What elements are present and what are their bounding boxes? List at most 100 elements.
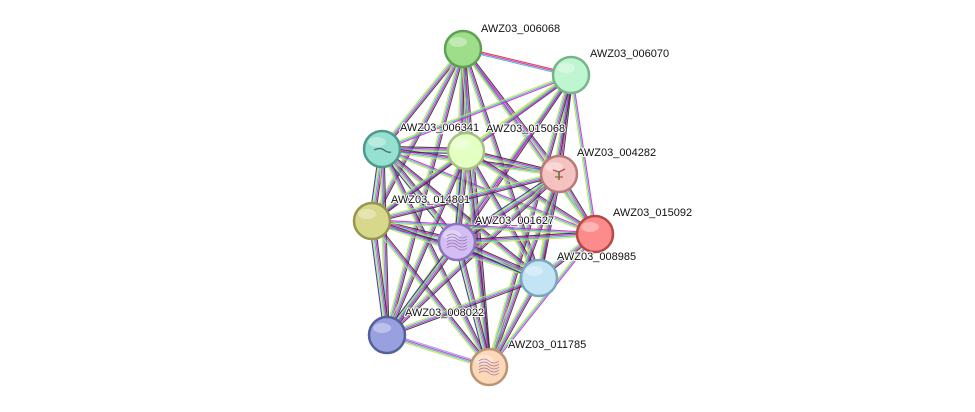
edge-channel [456, 232, 595, 242]
node-label-AWZ03_008985: AWZ03_008985 [557, 251, 636, 263]
protein-structure-icon [478, 358, 500, 376]
node-circle[interactable] [367, 315, 407, 355]
edge-channel [374, 220, 391, 335]
edge-channel [379, 149, 488, 369]
edge-channel [464, 72, 571, 150]
edge-channel [381, 74, 572, 150]
edge-channel [388, 151, 469, 337]
edge-channel [385, 240, 457, 335]
node-label-AWZ03_006070: AWZ03_006070 [590, 48, 669, 60]
edge-channel [380, 149, 489, 368]
node-AWZ03_006341[interactable] [362, 129, 402, 169]
edge-channel [487, 74, 571, 367]
node-circle[interactable] [352, 201, 392, 241]
edge-channel [488, 233, 596, 368]
edge-channel [456, 231, 595, 241]
node-highlight [358, 209, 376, 219]
edge-channel [457, 235, 596, 245]
edge-channel [458, 75, 574, 244]
edge-channel [387, 49, 465, 336]
edge-channel [387, 151, 468, 336]
edge-AWZ03_006070-AWZ03_015092[interactable] [569, 74, 597, 235]
node-AWZ03_011785[interactable] [469, 347, 509, 387]
edge-AWZ03_006341-AWZ03_011785[interactable] [379, 147, 492, 369]
protein-structure-icon [446, 233, 468, 251]
edge-channel [453, 242, 487, 368]
node-circle[interactable] [443, 29, 483, 69]
node-highlight [452, 139, 470, 149]
edge-channel [466, 149, 596, 234]
edge-channel [487, 232, 595, 367]
edge-channel [388, 49, 466, 336]
edge-channel [384, 240, 456, 334]
edge-AWZ03_006070-AWZ03_006341[interactable] [381, 73, 572, 151]
edge-channel [455, 172, 559, 242]
edge-channel [369, 221, 488, 369]
node-circle[interactable] [519, 258, 559, 298]
edge-AWZ03_015068-AWZ03_014801[interactable] [370, 148, 468, 224]
edge-channel [371, 172, 559, 221]
edge-channel [371, 171, 559, 220]
edge-channel [486, 74, 570, 367]
edge-channel [384, 48, 462, 335]
node-AWZ03_015092[interactable] [575, 214, 615, 254]
edge-channel [372, 152, 468, 224]
node-label-AWZ03_004282: AWZ03_004282 [577, 147, 656, 159]
edge-channel [372, 220, 490, 367]
edge-AWZ03_001627-AWZ03_015092[interactable] [456, 231, 596, 245]
edge-AWZ03_001627-AWZ03_008022[interactable] [384, 240, 460, 337]
node-AWZ03_008985[interactable] [519, 258, 559, 298]
edge-channel [380, 149, 457, 244]
node-AWZ03_001627[interactable] [437, 222, 477, 262]
node-AWZ03_006070[interactable] [551, 55, 591, 95]
node-label-AWZ03_008022: AWZ03_008022 [405, 307, 484, 319]
edge-channel [372, 219, 596, 234]
node-label-AWZ03_006341: AWZ03_006341 [400, 122, 479, 134]
edge-channel [382, 148, 389, 335]
edge-AWZ03_006068-AWZ03_008022[interactable] [384, 48, 466, 336]
node-circle[interactable] [446, 131, 486, 171]
edge-channel [372, 175, 560, 224]
edge-channel [385, 150, 466, 335]
edge-channel [387, 242, 459, 337]
edge-channel [464, 48, 542, 278]
edge-channel [489, 75, 573, 368]
edge-AWZ03_015092-AWZ03_011785[interactable] [487, 232, 597, 369]
node-highlight [475, 355, 493, 365]
edge-AWZ03_014801-AWZ03_011785[interactable] [369, 219, 492, 369]
edge-channel [384, 149, 465, 335]
node-AWZ03_008022[interactable] [367, 315, 407, 355]
edge-channel [373, 219, 492, 367]
edge-channel [372, 174, 560, 223]
edge-AWZ03_008985-AWZ03_008022[interactable] [386, 275, 540, 338]
edge-channel [388, 243, 460, 337]
edge-AWZ03_015068-AWZ03_008022[interactable] [384, 149, 469, 337]
edge-channel [371, 221, 489, 368]
node-circle[interactable] [551, 55, 591, 95]
node-highlight [545, 162, 563, 172]
edge-channel [386, 276, 539, 335]
node-structure-icon [373, 147, 392, 153]
edge-channel [569, 75, 595, 235]
edge-channel [386, 241, 458, 336]
node-highlight [449, 37, 467, 47]
edge-channel [386, 173, 559, 335]
edge-channel [379, 47, 462, 149]
edge-AWZ03_004282-AWZ03_014801[interactable] [371, 171, 560, 224]
edge-channel [489, 234, 597, 369]
node-circle[interactable] [575, 214, 615, 254]
edge-channel [381, 48, 463, 149]
edge-channel [386, 275, 539, 334]
node-AWZ03_004282[interactable] [539, 154, 579, 194]
node-AWZ03_006068[interactable] [443, 29, 483, 69]
protein-structure-icon [552, 168, 566, 180]
edge-channel [381, 73, 571, 149]
node-AWZ03_014801[interactable] [352, 201, 392, 241]
edge-channel [464, 47, 562, 174]
edge-channel [371, 150, 466, 221]
edge-AWZ03_014801-AWZ03_015092[interactable] [371, 219, 596, 236]
node-highlight [557, 63, 575, 73]
node-AWZ03_015068[interactable] [446, 131, 486, 171]
edge-channel [388, 175, 561, 337]
